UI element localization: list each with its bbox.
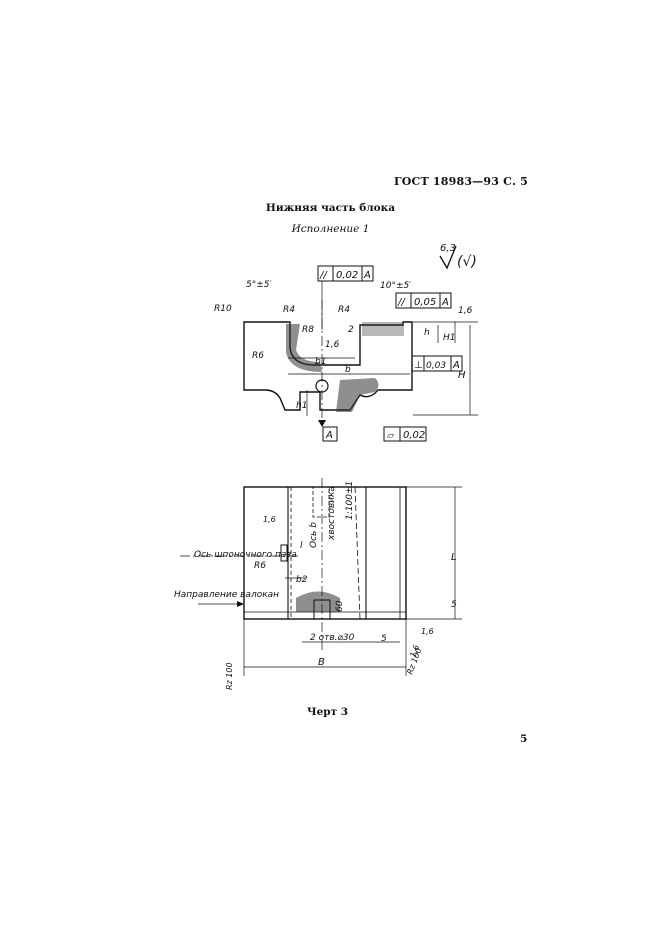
radius-label: R4 xyxy=(338,305,350,315)
roughness-label: Rz 100 xyxy=(225,662,234,690)
section-hatch-bottom xyxy=(296,591,340,612)
dim-label: l xyxy=(300,541,303,551)
dim-label: b1 xyxy=(315,357,326,367)
tol-frame-parallel-right: // 0,05 A xyxy=(395,292,452,309)
roughness-label: Rz 100 xyxy=(405,647,423,676)
dim-L-label: L xyxy=(451,552,457,563)
groove-right xyxy=(362,322,404,336)
dim-label: H1 xyxy=(443,333,456,343)
roughness-label: 1,6 xyxy=(421,627,434,636)
dim-label: 1,6 xyxy=(325,340,340,350)
radius-label: R6 xyxy=(252,351,264,361)
section-hatch-tail xyxy=(336,378,379,412)
svg-text:A: A xyxy=(452,360,460,371)
svg-text:A: A xyxy=(325,430,333,441)
svg-text:▱: ▱ xyxy=(387,431,394,441)
roughness-label: 1,6 xyxy=(408,644,421,659)
dim-label: H xyxy=(458,370,466,381)
roughness-paren: (√) xyxy=(457,254,477,270)
drawing-subtitle: Исполнение 1 xyxy=(291,223,370,235)
top-view: 6,3 (√) // 0,02 A xyxy=(214,243,478,442)
dim-label: b2 xyxy=(296,575,308,585)
angle-left-label: 5°±5′ xyxy=(246,280,272,290)
angle-right-label: 10°±5′ xyxy=(380,281,411,291)
radius-label: R10 xyxy=(214,304,232,314)
bottom-view: Ось шпоночного паза Направление валокан … xyxy=(174,478,462,690)
dim-label: 5 xyxy=(451,600,457,610)
roughness-value: 6,3 xyxy=(440,243,456,254)
standard-reference: ГОСТ 18983—93 С. 5 xyxy=(393,175,528,188)
radius-label: R4 xyxy=(283,305,295,315)
svg-text:0,03: 0,03 xyxy=(426,361,446,371)
taper-label: 1:100±1 xyxy=(345,481,355,520)
axis-b-label: Ось b xyxy=(309,522,319,548)
svg-text://: // xyxy=(397,297,406,308)
dim-label: b xyxy=(345,365,351,375)
svg-text:A: A xyxy=(363,270,371,281)
dim-label: 5 xyxy=(381,634,387,644)
radius-label: R8 xyxy=(302,325,314,335)
section-hatch-left xyxy=(286,324,322,372)
dim-label: 1,6 xyxy=(458,306,473,316)
figure-caption: Черт 3 xyxy=(307,706,349,718)
tol-frame-perpendicular: ⊥ 0,03 A xyxy=(411,355,463,372)
dim-label: h1 xyxy=(296,401,307,411)
axis-keyway-label: Ось шпоночного паза xyxy=(194,550,297,560)
svg-text:0,02: 0,02 xyxy=(336,270,358,281)
tail-label: хвостовика xyxy=(327,486,337,541)
direction-label: Направление валокан xyxy=(174,590,279,600)
svg-text:⊥: ⊥ xyxy=(414,360,423,371)
svg-text://: // xyxy=(319,270,328,281)
radius-label: R6 xyxy=(254,561,266,571)
dim-B-label: B xyxy=(318,657,325,668)
dim-label: 60 xyxy=(335,600,345,612)
drawing-title: Нижняя часть блока xyxy=(265,202,396,214)
page-number: 5 xyxy=(520,733,528,745)
svg-text:A: A xyxy=(441,297,449,308)
datum-a-box: A xyxy=(318,420,338,442)
tol-frame-flatness: ▱ 0,02 xyxy=(383,426,427,442)
roughness-label: 1,6 xyxy=(263,515,276,524)
svg-text:0,02: 0,02 xyxy=(403,430,425,441)
roughness-check-icon xyxy=(439,245,457,270)
dim-label: 2 xyxy=(348,325,354,335)
tol-frame-parallel-top: // 0,02 A xyxy=(317,265,374,330)
holes-label: 2 отв.⌀30 xyxy=(310,633,355,643)
svg-text:0,05: 0,05 xyxy=(414,297,436,308)
dim-label: h xyxy=(424,328,430,338)
